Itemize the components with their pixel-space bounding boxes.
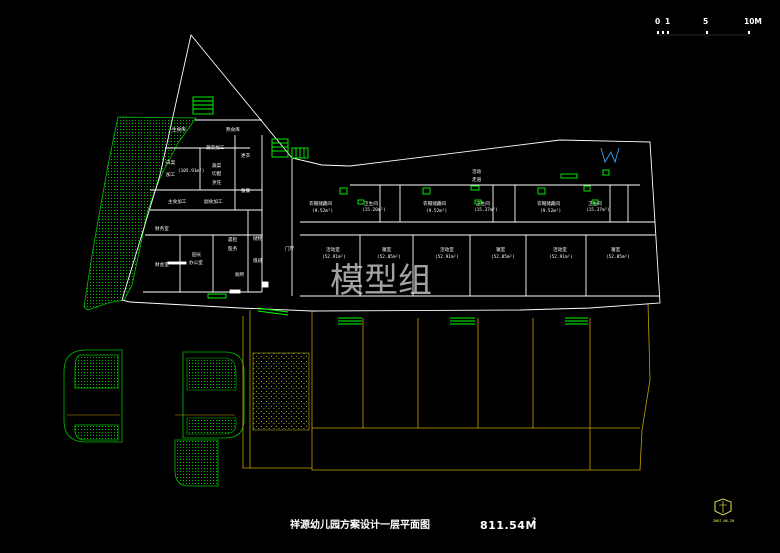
- room-veg-c: 烹饪: [212, 179, 222, 186]
- room-sleep-3-area: (52.85m²): [606, 254, 630, 260]
- room-director-a: 园长: [192, 251, 202, 258]
- room-wc-1-area: (15.20m²): [362, 207, 386, 213]
- room-finance1: 财务室: [155, 225, 169, 232]
- watermark-text: 模型组: [330, 261, 432, 301]
- room-side-process: 副食加工: [204, 198, 223, 205]
- scale-label-5: 5: [703, 17, 708, 26]
- room-coat-3: 衣帽储藏间: [537, 200, 560, 207]
- room-toilet-small: 厕所: [235, 271, 245, 278]
- room-corridor-b: 走道: [472, 176, 482, 183]
- room-finance2: 财会室: [155, 261, 169, 268]
- room-activity-3: 活动室: [553, 246, 567, 253]
- room-coat-1-area: (9.52m²): [312, 208, 333, 214]
- room-sleep-2-area: (52.85m²): [491, 254, 515, 260]
- scale-label-10m: 10M: [744, 17, 762, 26]
- room-sleep-1-area: (52.85m²): [377, 254, 401, 260]
- room-staple-2: 加工: [166, 171, 176, 178]
- stairs-fixtures: [192, 96, 610, 325]
- room-activity-1-area: (52.91m²): [322, 254, 346, 260]
- room-activity-2-area: (52.91m²): [435, 254, 459, 260]
- room-staple-area: (105.91m²): [178, 168, 204, 174]
- room-veg-process: 蔬菜加工: [206, 144, 225, 151]
- room-veg-b: 切配: [212, 170, 222, 177]
- room-coat-3-area: (9.52m²): [540, 208, 561, 214]
- scale-bar: 0 1 5 10M: [655, 17, 762, 36]
- room-storage: 储物: [253, 235, 263, 242]
- room-morning-b: 医务: [228, 245, 238, 252]
- room-sleep-1: 寝室: [382, 246, 392, 253]
- courtyard-hatch: [252, 352, 310, 431]
- scale-label-0: 0: [655, 17, 660, 26]
- lawn-area: [63, 116, 245, 487]
- room-wc-2: 卫生间: [476, 200, 490, 207]
- room-fresh-store: 生食库: [172, 126, 186, 133]
- stair-fixture-blue: [600, 147, 620, 164]
- room-main-process: 主食加工: [168, 198, 187, 205]
- room-dress: 更衣: [241, 152, 251, 159]
- room-wc-1: 卫生间: [364, 200, 378, 207]
- room-corridor-a: 活动: [472, 168, 482, 175]
- scale-label-1: 1: [665, 17, 670, 26]
- room-wc-3: 卫生间: [588, 200, 602, 207]
- drawing-title: 祥源幼儿园方案设计一层平面图: [290, 518, 430, 531]
- room-staple: 白案: [166, 159, 176, 166]
- room-coat-1: 衣帽储藏间: [309, 200, 332, 207]
- room-sleep-3: 寝室: [611, 246, 621, 253]
- room-wc-3-area: (15.37m²): [586, 207, 610, 213]
- room-activity-2: 活动室: [440, 246, 454, 253]
- room-sleep-2: 寝室: [496, 246, 506, 253]
- room-prep: 备餐: [241, 187, 251, 194]
- room-director-b: 办公室: [189, 259, 203, 266]
- room-duty: 值班: [253, 257, 263, 264]
- building-outline: [121, 33, 661, 312]
- room-coat-2-area: (9.52m²): [426, 208, 447, 214]
- total-area-unit-sup: 2: [532, 517, 536, 524]
- room-cooked-store: 熟食库: [226, 126, 240, 133]
- site-boundary: [242, 302, 651, 471]
- room-coat-2: 衣帽储藏间: [423, 200, 446, 207]
- room-labels: 生食库 熟食库 蔬菜加工 白案 加工 (105.91m²) 蔬菜 切配 烹饪 更…: [155, 126, 630, 278]
- room-activity-3-area: (52.91m²): [549, 254, 573, 260]
- room-morning-a: 晨检: [228, 236, 238, 243]
- seal-date: 2007.06.20: [713, 519, 734, 523]
- room-hall: 门厅: [285, 245, 295, 252]
- total-area: 811.54M: [480, 519, 537, 532]
- room-wc-2-area: (15.37m²): [474, 207, 498, 213]
- room-activity-1: 活动室: [326, 246, 340, 253]
- room-veg-a: 蔬菜: [212, 162, 222, 169]
- designer-seal: 2007.06.20: [713, 498, 734, 523]
